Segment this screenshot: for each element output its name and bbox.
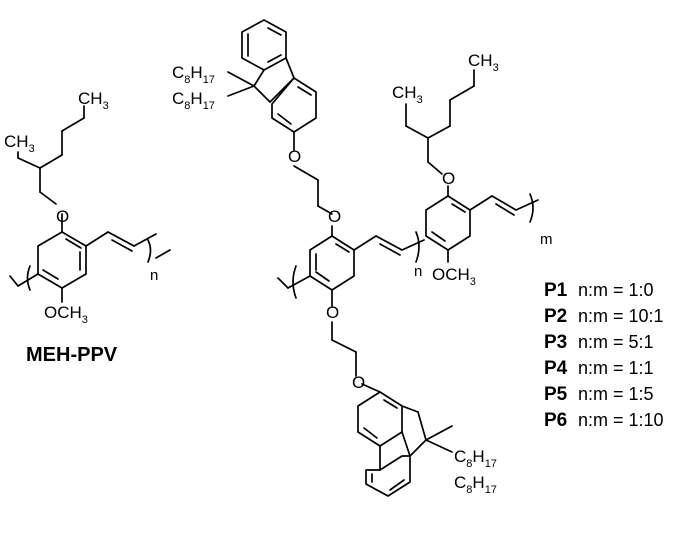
right-meh-benzene-ring <box>405 69 539 263</box>
meh-ppv-benzene-ring <box>37 231 87 289</box>
legend-row-p2: P2 n:m = 10:1 <box>544 306 664 327</box>
legend-row-p5: P5 n:m = 1:5 <box>544 384 654 405</box>
right-meh-methoxy: OCH3 <box>432 265 476 288</box>
bottom-fluorene-octyl-1: C8H17 <box>454 447 497 470</box>
legend-ratio-p1: n:m = 1:0 <box>578 280 654 300</box>
copolymer-repeat-n: n <box>414 263 422 280</box>
legend-label-p5: P5 <box>544 384 568 405</box>
legend-ratio-p3: n:m = 5:1 <box>578 332 654 352</box>
legend-row-p4: P4 n:m = 1:1 <box>544 358 654 379</box>
copolymer-repeat-m: m <box>540 231 553 248</box>
meh-ppv-methoxy-label: OCH3 <box>44 303 88 326</box>
legend-ratio-p6: n:m = 1:10 <box>578 410 664 430</box>
right-meh-butyl-ch3: CH3 <box>468 51 499 74</box>
legend-label-p3: P3 <box>544 332 567 353</box>
legend-ratio-p5: n:m = 1:5 <box>578 384 654 404</box>
legend-label-p1: P1 <box>544 280 568 301</box>
meh-ppv-ethyl-ch3-label: CH3 <box>4 132 35 155</box>
right-meh-oxygen: O <box>442 169 455 188</box>
bottom-ether-oxygen-1: O <box>326 303 339 322</box>
legend-row-p3: P3 n:m = 5:1 <box>544 332 654 353</box>
bottom-ether-oxygen-2: O <box>352 373 365 392</box>
top-fluorene-octyl-1: C8H17 <box>172 63 215 86</box>
legend-label-p6: P6 <box>544 410 567 431</box>
meh-ppv-structure: O CH3 CH3 OCH3 n MEH-PPV <box>4 89 171 366</box>
right-meh-ethyl-ch3: CH3 <box>392 83 423 106</box>
meh-ppv-butyl-ch3-label: CH3 <box>78 89 109 112</box>
top-fluorene-octyl-2: C8H17 <box>172 89 215 112</box>
meh-ppv-oxygen-label: O <box>56 207 69 226</box>
bottom-fluorene-unit <box>357 391 453 497</box>
legend-row-p6: P6 n:m = 1:10 <box>544 410 664 431</box>
legend-label-p2: P2 <box>544 306 567 327</box>
meh-ppv-repeat-n: n <box>150 267 158 284</box>
top-fluorene-unit <box>227 19 333 215</box>
composition-legend: P1 n:m = 1:0 P2 n:m = 10:1 P3 n:m = 5:1 … <box>544 280 664 431</box>
central-benzene-ring <box>277 225 425 393</box>
legend-label-p4: P4 <box>544 358 568 379</box>
top-ether-oxygen-1: O <box>288 147 301 166</box>
legend-ratio-p2: n:m = 10:1 <box>578 306 664 326</box>
top-ether-oxygen-2: O <box>328 207 341 226</box>
bottom-fluorene-octyl-2: C8H17 <box>454 473 497 496</box>
meh-ppv-repeat-bracket-left <box>26 265 31 291</box>
legend-ratio-p4: n:m = 1:1 <box>578 358 654 378</box>
meh-ppv-repeat-bracket-right <box>147 239 152 263</box>
legend-row-p1: P1 n:m = 1:0 <box>544 280 654 301</box>
copolymer-structure: C8H17 C8H17 O O O O n <box>172 19 553 497</box>
meh-ppv-title: MEH-PPV <box>26 344 118 366</box>
